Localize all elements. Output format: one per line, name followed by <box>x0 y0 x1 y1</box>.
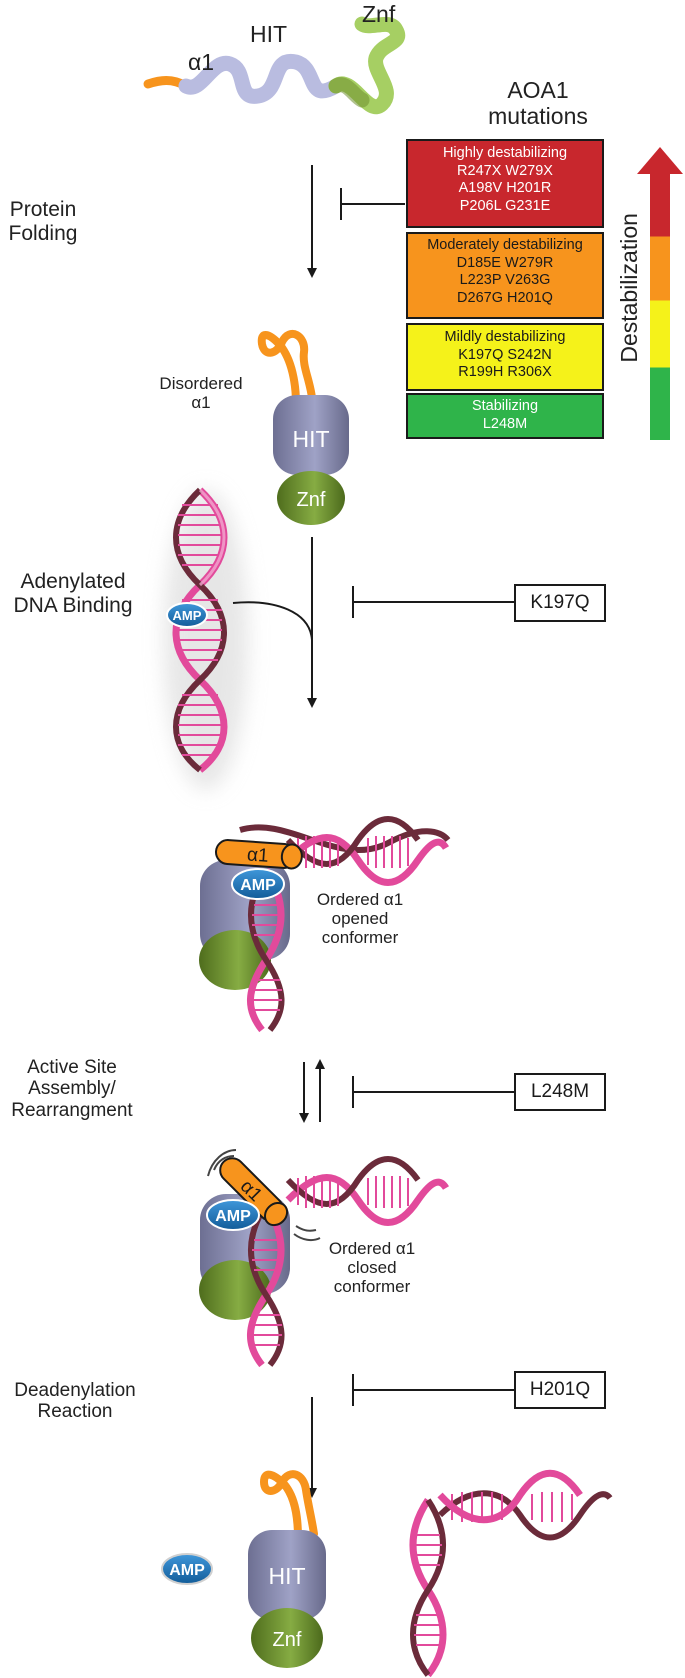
state-disordered: Disordered α1 <box>146 374 256 412</box>
state-line: conformer <box>321 928 399 948</box>
state-closed: Ordered α1 closed conformer <box>312 1239 432 1296</box>
step-deadenylation: Deadenylation Reaction <box>0 1380 150 1423</box>
unfolded-hit-coil <box>178 53 344 104</box>
a1-helix-opened: α1 <box>214 839 303 870</box>
complex-closed: α1 AMP <box>199 1149 450 1368</box>
label-znf-top: Znf <box>362 1 396 27</box>
amp-label-free: AMP <box>169 1562 205 1579</box>
state-line: opened <box>331 909 389 929</box>
mutation-group-highly: Highly destabilizing R247X W279X A198V H… <box>406 139 604 228</box>
group-mutations: D185E W279R <box>456 254 554 271</box>
znf-label-1: Znf <box>297 489 326 511</box>
group-title: Moderately destabilizing <box>427 237 583 253</box>
step-line: Deadenylation <box>14 1380 136 1401</box>
group-title: Mildly destabilizing <box>444 329 566 345</box>
amp-badge-dna <box>166 602 208 628</box>
legend-title-line2: mutations <box>488 102 588 129</box>
step-line: Adenylated <box>20 570 126 593</box>
destabilization-axis-label: Destabilization <box>616 213 643 363</box>
group-title: Stabilizing <box>471 398 539 414</box>
step-line: Rearrangment <box>11 1099 133 1121</box>
group-mutations: D267G H201Q <box>457 290 553 307</box>
state-line: conformer <box>333 1277 411 1297</box>
deadenylation-inhibitor <box>352 1374 515 1406</box>
a1-label-opened: α1 <box>246 844 269 866</box>
step-line: Protein <box>9 198 77 221</box>
inhibitor-box-l248m: L248M <box>514 1073 606 1111</box>
znf-label-4: Znf <box>273 1629 302 1651</box>
state-line: closed <box>347 1258 397 1278</box>
step-line: Folding <box>8 221 78 245</box>
hit-domain-1 <box>273 395 349 475</box>
group-mutations: R199H R306X <box>458 364 552 381</box>
step-line: Assembly/ <box>28 1078 116 1100</box>
hit-label-1: HIT <box>292 426 329 452</box>
hit-domain-4 <box>248 1530 326 1620</box>
amp-badge-closed <box>206 1199 260 1231</box>
znf-domain-2 <box>199 930 271 990</box>
unfolded-protein <box>143 16 406 115</box>
label-hit-top: HIT <box>250 21 288 47</box>
a1-helix-closed: α1 <box>219 1157 289 1227</box>
adenylated-dna: AMP <box>164 487 248 790</box>
group-mutations: L223P V263G <box>459 272 551 289</box>
legend-title: AOA1 mutations <box>478 77 598 130</box>
destabilization-scale-arrow <box>637 147 683 440</box>
step-line: Reaction <box>37 1401 113 1423</box>
free-amp: AMP <box>161 1553 213 1585</box>
horizontal-dna-opened <box>285 834 450 886</box>
step-protein-folding: Protein Folding <box>0 198 86 245</box>
group-mutations: R247X W279X <box>457 162 553 179</box>
state-line: α1 <box>191 393 211 413</box>
label-a1-top: α1 <box>188 49 215 75</box>
state-line: Ordered α1 <box>328 1239 416 1258</box>
mutation-group-stabilizing: Stabilizing L248M <box>406 393 604 439</box>
complex-opened: α1 AMP <box>199 816 451 1033</box>
amp-badge-opened <box>231 868 285 900</box>
assembly-inhibitor <box>352 1076 515 1108</box>
state-line: Ordered α1 <box>316 890 404 909</box>
legend-title-line1: AOA1 <box>507 77 569 103</box>
binding-curve <box>232 601 313 641</box>
disordered-a1-loop <box>257 329 316 408</box>
released-protein: HIT Znf <box>248 1470 326 1668</box>
group-mutations: A198V H201R <box>458 180 552 197</box>
amp-label-dna: AMP <box>173 608 202 623</box>
group-mutations: P206L G231E <box>459 198 551 215</box>
step-line: DNA Binding <box>13 593 133 617</box>
step-active-site-assembly: Active Site Assembly/ Rearrangment <box>0 1057 144 1121</box>
binding-inhibitor <box>352 586 515 618</box>
mutation-group-mildly: Mildly destabilizing K197Q S242N R199H R… <box>406 323 604 391</box>
group-mutations: L248M <box>482 415 528 432</box>
amp-label-opened: AMP <box>240 877 276 894</box>
amp-label-closed: AMP <box>215 1208 251 1225</box>
hit-label-4: HIT <box>268 1563 305 1589</box>
state-opened: Ordered α1 opened conformer <box>300 890 420 947</box>
state-line: Disordered <box>159 374 243 393</box>
group-mutations: K197Q S242N <box>458 346 552 363</box>
step-dna-binding: Adenylated DNA Binding <box>0 570 146 617</box>
mutation-group-moderately: Moderately destabilizing D185E W279R L22… <box>406 232 604 319</box>
znf-domain-4 <box>251 1608 323 1668</box>
folded-protein-disordered: HIT Znf <box>257 329 349 525</box>
step-line: Active Site <box>27 1057 117 1078</box>
inhibitor-box-k197q: K197Q <box>514 584 606 622</box>
inhibitor-box-h201q: H201Q <box>514 1371 606 1409</box>
znf-domain-1 <box>277 471 345 525</box>
motion-marks <box>207 1149 321 1242</box>
released-dna <box>409 1469 613 1678</box>
dna-strand-b <box>173 487 227 773</box>
folding-inhibitor <box>340 188 405 220</box>
group-title: Highly destabilizing <box>442 145 568 161</box>
